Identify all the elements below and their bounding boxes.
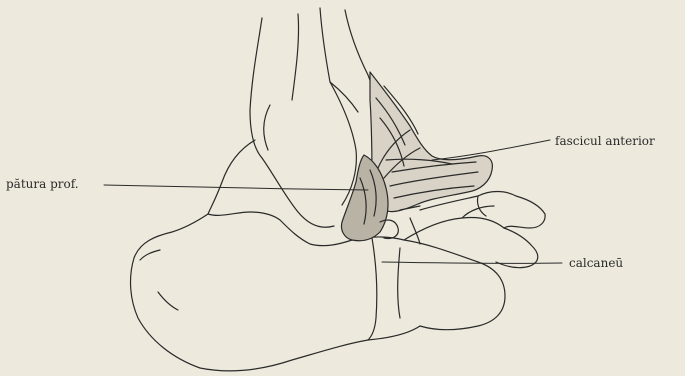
leader-line-patura (104, 185, 368, 190)
label-patura-prof: pătura prof. (6, 177, 79, 191)
ligament-bundle (370, 72, 492, 212)
leader-line-fascicul (432, 140, 550, 160)
label-fascicul-anterior: fascicul anterior (555, 134, 655, 148)
label-calcaneu: calcaneū (569, 256, 623, 270)
tibia-shaft (250, 8, 356, 227)
